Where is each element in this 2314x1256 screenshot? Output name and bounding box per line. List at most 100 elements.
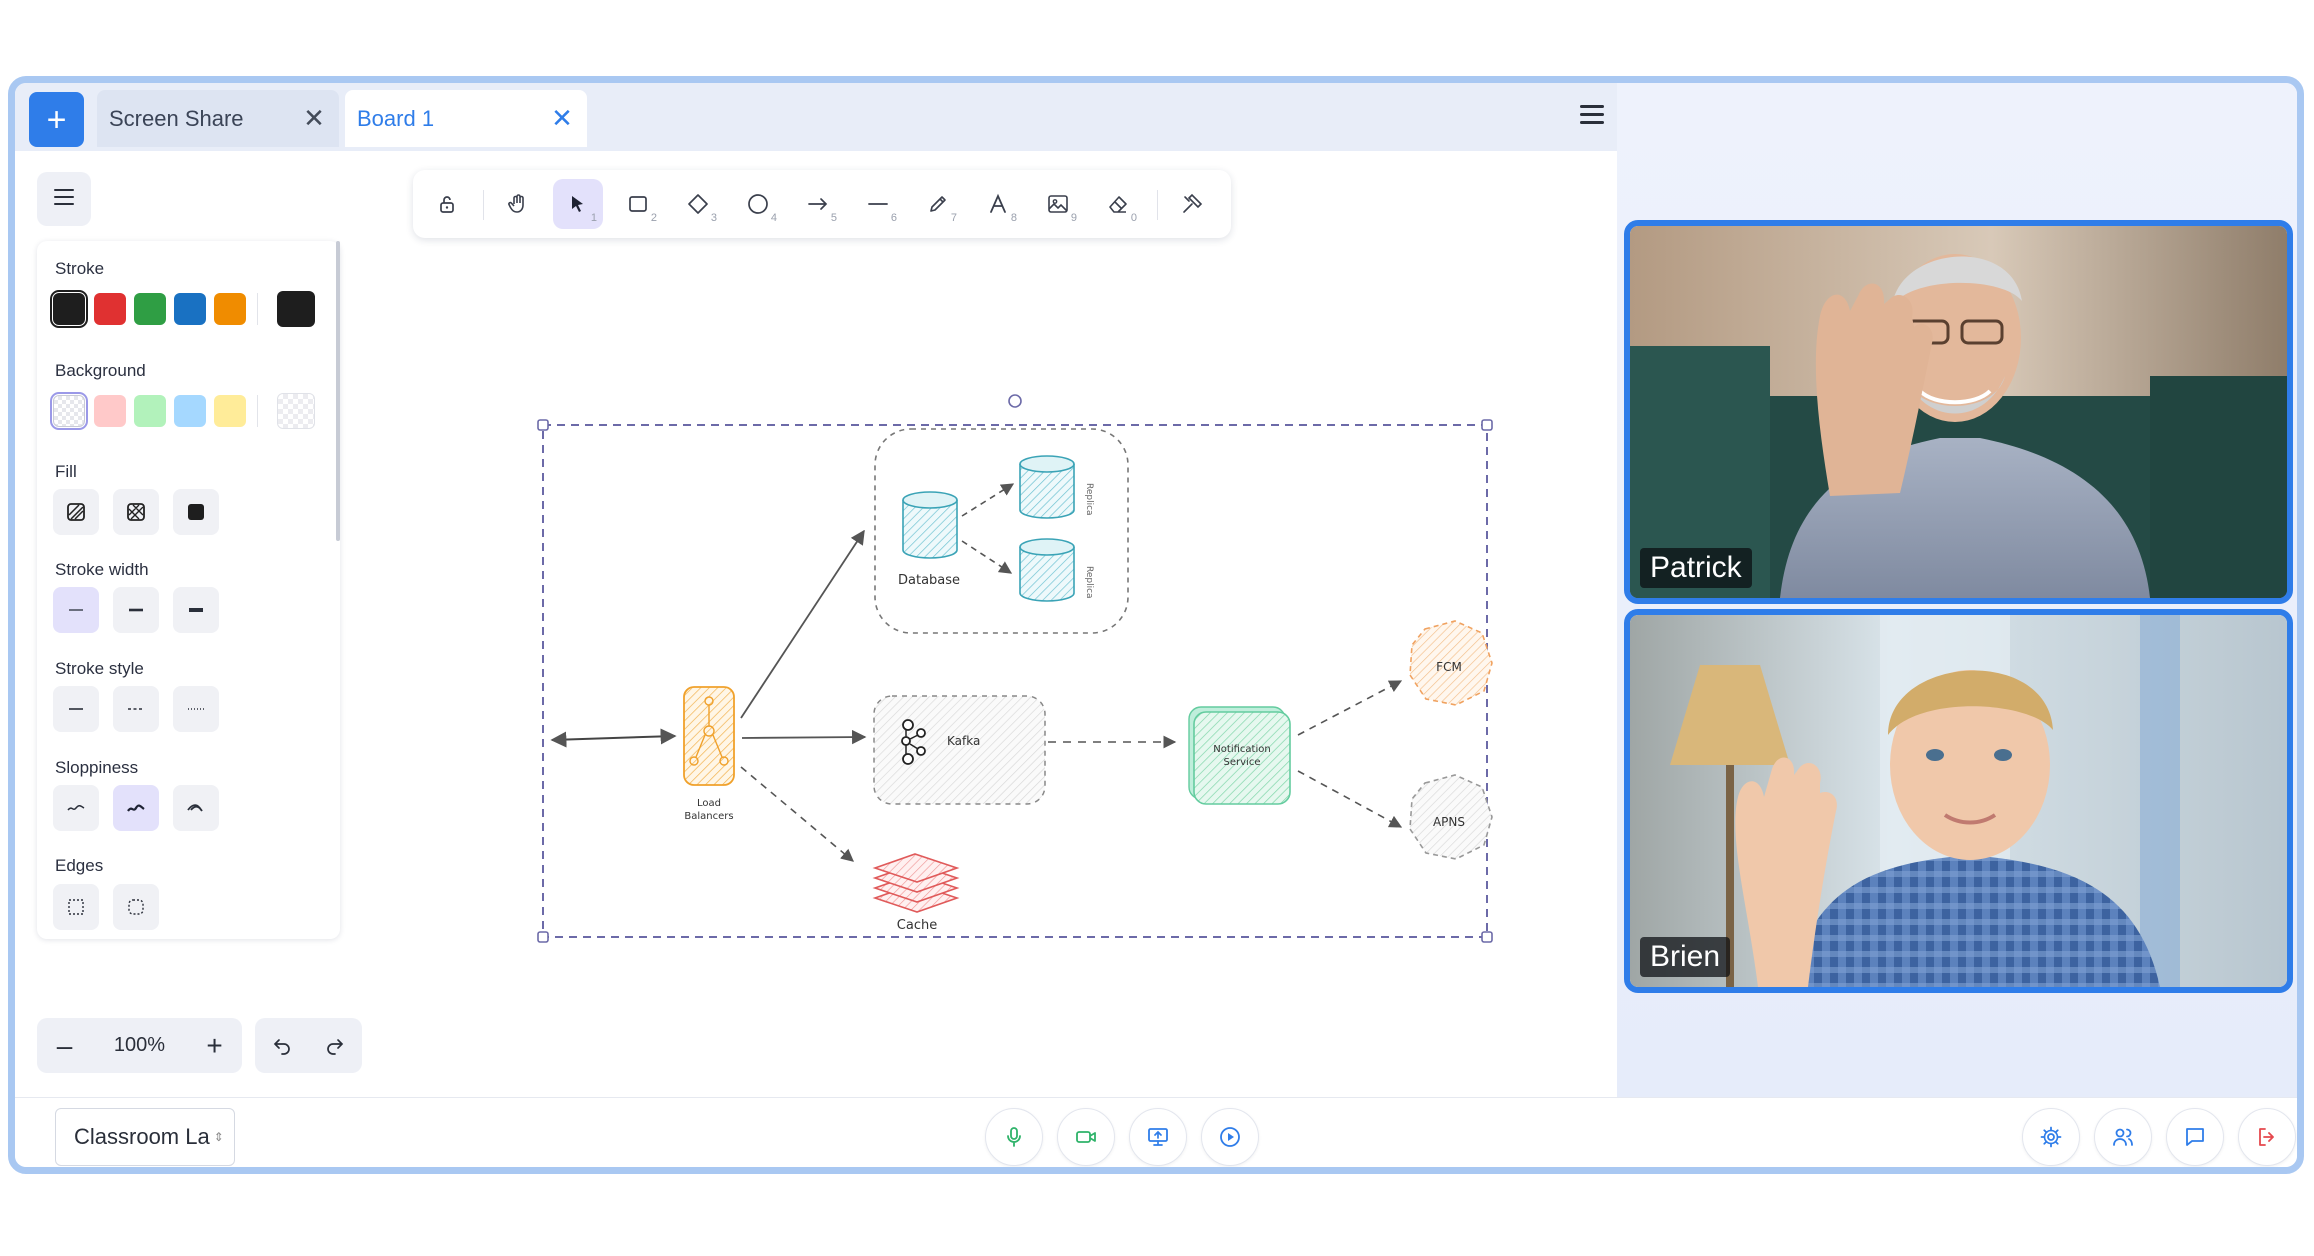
lock-tool-button[interactable] (422, 179, 472, 229)
selection-box[interactable] (537, 394, 1493, 943)
sloppiness-artist-button[interactable] (113, 785, 159, 831)
stroke-style-dashed-button[interactable] (113, 686, 159, 732)
notification-service-node[interactable] (1188, 706, 1291, 805)
fill-solid-button[interactable] (173, 489, 219, 535)
replication-arrow[interactable] (961, 540, 1013, 574)
close-icon[interactable]: ✕ (551, 103, 573, 133)
tab-screen-share[interactable]: Screen Share ✕ (97, 90, 339, 147)
participants-icon (2113, 1128, 2133, 1146)
hand-tool-button[interactable] (493, 179, 543, 229)
background-color-blue[interactable] (174, 395, 206, 427)
settings-button[interactable] (2022, 1108, 2080, 1166)
kafka-node[interactable] (873, 695, 1046, 805)
database-primary[interactable] (902, 491, 958, 559)
fcm-node[interactable] (1409, 620, 1493, 706)
lb-to-database-arrow[interactable] (740, 529, 865, 719)
whiteboard-canvas[interactable]: 1 2 3 4 5 6 7 (15, 151, 1617, 1097)
leave-button[interactable] (2238, 1108, 2296, 1166)
stroke-width-bold-button[interactable] (113, 587, 159, 633)
background-color-pink[interactable] (94, 395, 126, 427)
background-color-yellow[interactable] (214, 395, 246, 427)
background-color-green[interactable] (134, 395, 166, 427)
cross-hatch-icon (127, 503, 145, 521)
add-tab-button[interactable]: + (29, 92, 84, 147)
background-color-custom[interactable] (277, 393, 315, 429)
stroke-style-dotted-button[interactable] (173, 686, 219, 732)
database-group[interactable] (874, 428, 1129, 634)
lb-to-kafka-arrow[interactable] (741, 729, 867, 745)
participant-video (1630, 615, 2287, 987)
edges-sharp-button[interactable] (53, 884, 99, 930)
lb-to-cache-arrow[interactable] (740, 766, 854, 862)
rectangle-tool-button[interactable]: 2 (613, 179, 663, 229)
main-menu-button[interactable] (37, 172, 91, 226)
record-button[interactable] (1201, 1108, 1259, 1166)
architecture-diagram[interactable]: Database Replica Replica Load Balancers (15, 151, 1617, 1097)
screen-share-button[interactable] (1129, 1108, 1187, 1166)
participants-button[interactable] (2094, 1108, 2152, 1166)
apns-node[interactable] (1409, 774, 1493, 860)
stroke-width-extra-bold-button[interactable] (173, 587, 219, 633)
video-tile-brien[interactable]: Brien (1624, 609, 2293, 993)
sloppiness-architect-button[interactable] (53, 785, 99, 831)
line-tool-button[interactable]: 6 (853, 179, 903, 229)
stroke-color-green[interactable] (134, 293, 166, 325)
fill-cross-hatch-button[interactable] (113, 489, 159, 535)
history-controls (255, 1018, 362, 1073)
eraser-tool-button[interactable]: 0 (1093, 179, 1143, 229)
stroke-style-solid-button[interactable] (53, 686, 99, 732)
database-replica-2[interactable] (1019, 538, 1075, 602)
stroke-color-red[interactable] (94, 293, 126, 325)
cache-node[interactable] (872, 853, 960, 913)
stroke-heading: Stroke (55, 259, 105, 278)
image-tool-button[interactable]: 9 (1033, 179, 1083, 229)
notification-label-line1: Notification (1213, 744, 1270, 755)
stroke-color-blue[interactable] (174, 293, 206, 325)
stroke-color-black[interactable] (50, 290, 88, 328)
ellipse-tool-button[interactable]: 4 (733, 179, 783, 229)
edges-round-button[interactable] (113, 884, 159, 930)
camera-button[interactable] (1057, 1108, 1115, 1166)
pencil-tool-button[interactable]: 7 (913, 179, 963, 229)
room-select[interactable]: Classroom La ⇕ (55, 1108, 235, 1166)
sharp-edge-icon (68, 899, 84, 915)
zoom-in-button[interactable]: + (206, 1029, 223, 1061)
notification-to-fcm-arrow[interactable] (1297, 680, 1403, 736)
fill-hachure-button[interactable] (53, 489, 99, 535)
stroke-width-thin-button[interactable] (53, 587, 99, 633)
selection-tool-button[interactable]: 1 (553, 179, 603, 229)
close-icon[interactable]: ✕ (303, 103, 325, 133)
circle-icon (748, 194, 768, 214)
cursor-icon (572, 196, 583, 212)
leave-icon (2259, 1128, 2274, 1146)
stroke-color-orange[interactable] (214, 293, 246, 325)
redo-icon[interactable] (324, 1035, 346, 1057)
text-tool-button[interactable]: 8 (973, 179, 1023, 229)
sloppiness-heading: Sloppiness (55, 758, 139, 777)
dashed-line-icon (128, 708, 144, 710)
participant-video (1630, 226, 2287, 598)
video-tile-patrick[interactable]: Patrick (1624, 220, 2293, 604)
zoom-level[interactable]: 100% (113, 1034, 166, 1056)
notification-to-apns-arrow[interactable] (1297, 770, 1403, 828)
database-replica-1[interactable] (1019, 455, 1075, 519)
zoom-controls: – 100% + (37, 1018, 242, 1073)
participant-name: Brien (1640, 937, 1731, 977)
mic-button[interactable] (985, 1108, 1043, 1166)
diamond-tool-button[interactable]: 3 (673, 179, 723, 229)
tab-board-1[interactable]: Board 1 ✕ (345, 90, 587, 147)
zoom-out-button[interactable]: – (56, 1029, 73, 1061)
load-balancer-node[interactable] (683, 686, 735, 786)
undo-icon[interactable] (271, 1035, 293, 1057)
panel-scrollbar[interactable] (336, 241, 340, 541)
replication-arrow[interactable] (961, 483, 1015, 517)
stroke-color-custom[interactable] (277, 291, 315, 327)
sloppiness-cartoonist-button[interactable] (173, 785, 219, 831)
chat-button[interactable] (2166, 1108, 2224, 1166)
board-menu-icon[interactable] (1580, 105, 1604, 127)
notification-label-line2: Service (1224, 757, 1261, 768)
extra-tools-button[interactable] (1167, 179, 1217, 229)
arrow-tool-button[interactable]: 5 (793, 179, 843, 229)
background-color-transparent[interactable] (50, 392, 88, 430)
client-arrow[interactable] (550, 728, 677, 748)
